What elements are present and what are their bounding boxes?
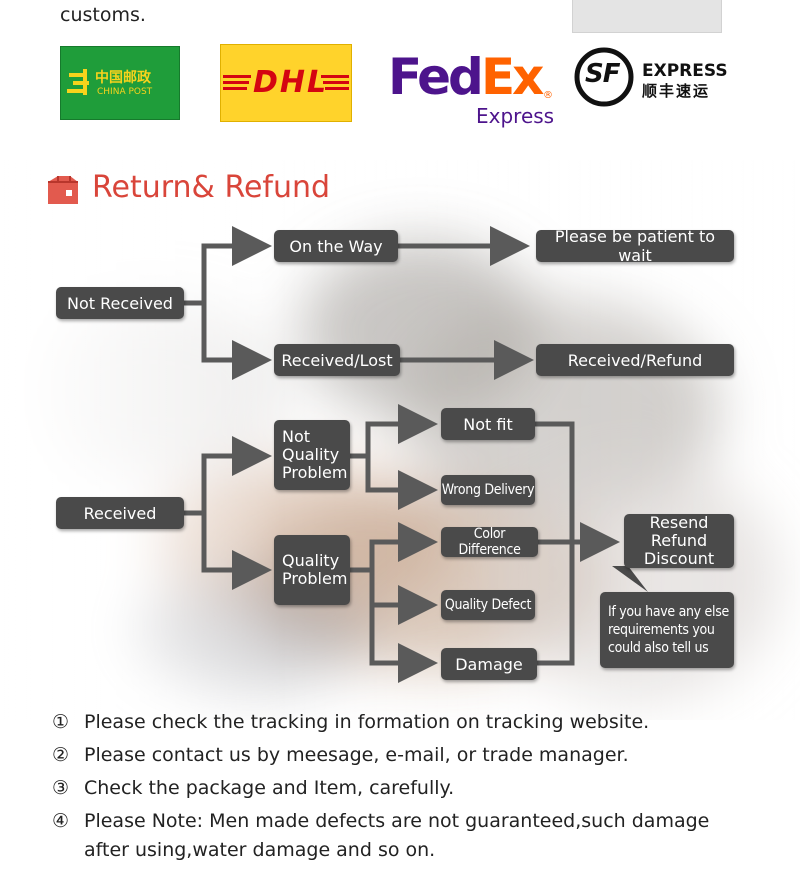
not-quality-line-1: Not [282, 427, 311, 446]
sf-express-cn-text: 顺丰速运 [642, 82, 711, 100]
node-please-wait: Please be patient to wait [536, 227, 734, 265]
note-number: ③ [52, 777, 70, 799]
resolution-line-3: Discount [643, 549, 715, 568]
node-not-received: Not Received [56, 287, 184, 319]
fedex-fed-text: Fed [388, 48, 484, 106]
quality-problem-line-1: Quality [282, 551, 340, 570]
china-post-emblem-icon [67, 69, 89, 95]
flowchart-connectors [184, 226, 648, 683]
section-title: Return& Refund [92, 170, 331, 205]
return-refund-flowchart: Not Received On the Way Please be patien… [0, 220, 800, 700]
fedex-ex-text: Ex [481, 48, 544, 106]
note-number: ④ [52, 810, 70, 832]
customs-text: customs. [60, 4, 146, 26]
fedex-registered-mark: ® [543, 90, 553, 101]
node-not-fit: Not fit [441, 408, 535, 440]
node-on-the-way: On the Way [274, 230, 398, 262]
note-number: ① [52, 711, 70, 733]
node-received-lost: Received/Lost [274, 344, 400, 376]
not-quality-line-2: Quality [282, 445, 340, 464]
note-item: ④ Please Note: Men made defects are not … [52, 807, 752, 865]
not-quality-line-3: Problem [282, 463, 348, 482]
node-received: Received [56, 497, 184, 529]
sf-circle-icon [574, 47, 634, 107]
callout-other-requirements: If you have any else requirements you co… [600, 592, 734, 668]
china-post-en-text: CHINA POST [97, 87, 153, 97]
note-item: ③ Check the package and Item, carefully. [52, 772, 752, 805]
sf-express-logo: SF EXPRESS 顺丰速运 [572, 46, 742, 107]
note-text: Please Note: Men made defects are not gu… [84, 810, 710, 861]
note-text: Please check the tracking in formation o… [84, 711, 650, 733]
node-quality-problem: Quality Problem [274, 535, 350, 605]
note-text: Check the package and Item, carefully. [84, 777, 455, 799]
node-damage: Damage [441, 648, 537, 680]
resolution-line-2: Refund [650, 531, 708, 550]
note-item: ② Please contact us by meesage, e-mail, … [52, 739, 752, 772]
fedex-logo: Fed Ex ® Express [388, 48, 558, 128]
top-product-image-edge [572, 0, 722, 33]
sf-mark-text: SF [585, 59, 620, 89]
fedex-express-text: Express [476, 104, 555, 128]
note-text: Please contact us by meesage, e-mail, or… [84, 744, 629, 766]
callout-line-3: could also tell us [608, 640, 709, 656]
resolution-line-1: Resend [649, 513, 709, 532]
quality-problem-line-2: Problem [282, 569, 348, 588]
dhl-stripes-icon [223, 75, 349, 90]
node-not-quality-problem: Not Quality Problem [274, 420, 350, 490]
callout-line-2: requirements you [608, 622, 715, 638]
sf-express-en-text: EXPRESS [642, 61, 728, 81]
node-wrong-delivery: Wrong Delivery [441, 475, 535, 505]
node-quality-defect: Quality Defect [441, 590, 535, 620]
dhl-logo: DHL [220, 44, 352, 122]
notes-list: ① Please check the tracking in formation… [52, 706, 752, 865]
node-resend-refund-discount: Resend Refund Discount [624, 514, 734, 568]
return-box-icon [48, 176, 78, 204]
china-post-logo: 中国邮政 CHINA POST [60, 46, 180, 120]
dhl-text: DHL [253, 65, 329, 100]
note-number: ② [52, 744, 70, 766]
node-color-difference: Color Difference [441, 526, 538, 558]
callout-line-1: If you have any else [608, 604, 729, 620]
note-item: ① Please check the tracking in formation… [52, 706, 752, 739]
node-received-refund: Received/Refund [536, 344, 734, 376]
china-post-cn-text: 中国邮政 [95, 70, 151, 86]
